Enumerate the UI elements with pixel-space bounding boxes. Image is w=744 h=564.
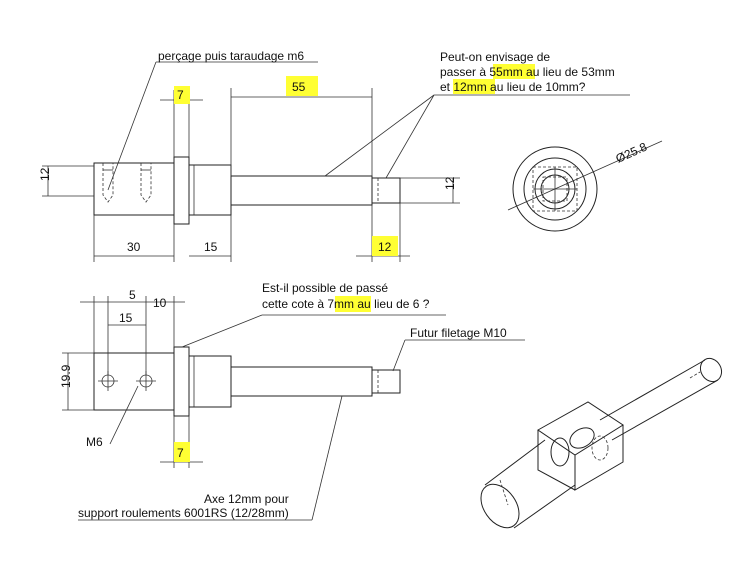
highlight-7-bottom	[174, 442, 190, 462]
tapped-hole-2	[140, 163, 152, 203]
note-q1-line1: Peut-on envisage de	[440, 50, 550, 64]
bottom-shaft	[230, 366, 373, 397]
bottom-view: 5 10 15 19.9 7	[59, 288, 525, 521]
dim-55: 55	[292, 80, 306, 94]
highlight-12-bottom	[372, 236, 398, 256]
bottom-shaft-end	[371, 369, 401, 394]
note-q2-line2: cette cote à 7mm au lieu de 6 ?	[262, 297, 430, 311]
tapped-hole-1	[102, 163, 114, 203]
note-q1-line2: passer à 55mm au lieu de 53mm	[440, 65, 615, 79]
note-percage: perçage puis taraudage m6	[158, 49, 304, 63]
dim-15-top: 15	[204, 240, 218, 254]
top-collar	[173, 156, 190, 225]
top-hub	[188, 164, 232, 216]
note-future: Futur filetage M10	[410, 326, 507, 340]
note-q1-line3: et 12mm au lieu de 10mm?	[440, 80, 586, 94]
note-axe-line2: support roulements 6001RS (12/28mm)	[78, 506, 289, 520]
bottom-collar	[173, 346, 190, 417]
note-q2-line1: Est-il possible de passé	[262, 281, 388, 295]
dim-5: 5	[129, 288, 136, 302]
highlight-7-top	[174, 86, 190, 104]
bottom-block	[93, 352, 175, 411]
dim-diameter: Ø25.8	[614, 140, 650, 166]
dim-12-right: 12	[443, 176, 457, 190]
top-shaft	[230, 175, 373, 206]
highlight-12mm	[453, 79, 495, 94]
isometric-view	[480, 357, 723, 529]
top-view: 7 55 12 12 30 15 12	[38, 61, 630, 262]
dim-19-9: 19.9	[59, 364, 73, 388]
highlight-7mm	[335, 296, 371, 312]
end-view: Ø25.8	[507, 140, 663, 232]
dim-30: 30	[127, 240, 141, 254]
note-axe-line1: Axe 12mm pour	[204, 492, 289, 506]
dim-7-bottom: 7	[177, 446, 184, 460]
top-block	[93, 162, 175, 216]
note-m6: M6	[86, 435, 103, 449]
top-shaft-end	[371, 177, 401, 204]
bottom-hub	[188, 355, 232, 408]
dim-12-bottom: 12	[378, 240, 392, 254]
highlight-55mm	[493, 64, 535, 79]
highlight-55	[286, 76, 318, 96]
dim-15-bottom: 15	[119, 311, 133, 325]
dim-12-left: 12	[38, 167, 52, 181]
dim-10: 10	[153, 296, 167, 310]
dim-7-top: 7	[177, 88, 184, 102]
